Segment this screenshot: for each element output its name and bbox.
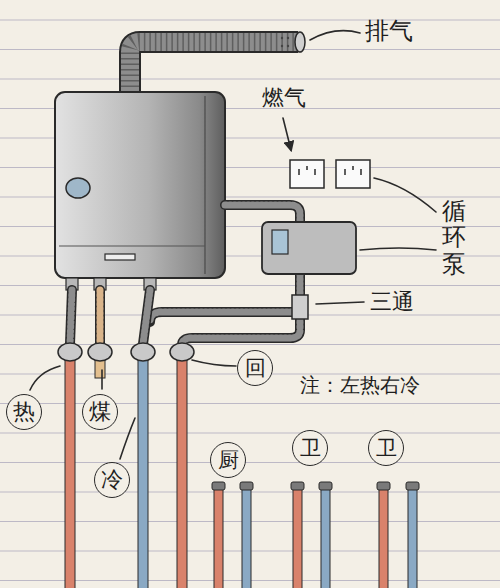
exhaust-holes — [281, 37, 289, 47]
outlet-pipes — [214, 488, 417, 588]
part-label: 燃气 — [262, 86, 306, 110]
circle-text: 卫 — [300, 438, 321, 459]
water-pipes — [65, 356, 187, 588]
circle-text: 厨 — [218, 450, 239, 471]
part-label: 注：左热右冷 — [300, 374, 420, 396]
heater-lip — [59, 245, 205, 246]
label-circle: 卫 — [292, 430, 328, 466]
power-socket — [290, 160, 324, 188]
label-circle: 煤 — [82, 394, 118, 430]
circulation-pump — [262, 222, 356, 274]
circle-text: 冷 — [101, 469, 123, 491]
label-circle: 冷 — [94, 462, 130, 498]
part-label: 排气 — [365, 18, 413, 44]
heater-display — [66, 178, 90, 198]
valves — [58, 343, 194, 361]
socket-holes — [299, 166, 361, 175]
label-circle: 厨 — [210, 442, 246, 478]
heater-slot — [105, 254, 135, 260]
tee-fitting — [292, 295, 308, 319]
heater-edge — [204, 96, 205, 274]
circle-text: 卫 — [376, 438, 397, 459]
label-circle: 卫 — [368, 430, 404, 466]
vertical-label: 循环泵 — [442, 198, 466, 277]
exhaust-end — [295, 32, 305, 52]
circle-text: 回 — [245, 358, 266, 379]
label-circle: 热 — [6, 394, 42, 430]
heater-body — [55, 92, 225, 278]
label-circle: 回 — [237, 350, 273, 386]
leader-lines — [30, 31, 436, 459]
circle-text: 煤 — [89, 401, 111, 423]
power-socket — [336, 160, 370, 188]
part-label: 三通 — [370, 290, 414, 314]
pump-window — [272, 230, 288, 254]
heater-fittings — [66, 278, 156, 290]
outlet-caps — [212, 482, 419, 490]
circle-text: 热 — [13, 401, 35, 423]
